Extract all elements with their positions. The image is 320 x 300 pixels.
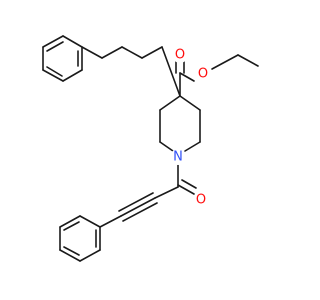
bond [79,215,101,228]
bond [154,186,179,199]
triple-bond [120,197,156,217]
bond [179,72,195,82]
double-bond [181,179,197,189]
bond [159,95,181,111]
piperidine-ring [159,95,201,152]
bond [59,249,81,262]
bond [211,54,239,70]
bond [59,215,81,228]
bond [81,46,103,59]
aromatic-inner-bond [46,41,64,52]
bond [101,46,123,59]
bond [62,69,83,82]
bond [42,35,64,48]
atom-label-o-carbonyl-ester: O [172,47,188,63]
atom-label-n-piperidine: N [170,149,186,165]
aromatic-inner-bond [63,221,80,231]
triple-bond [122,202,158,222]
bond [79,249,101,262]
atom-text: O [175,48,185,63]
bond [99,215,122,228]
bond [62,35,83,48]
triple-bond [118,192,154,212]
bond [141,46,163,59]
propyl-chain [81,46,181,97]
bond [161,46,181,97]
atom-label-layer: O O N O [170,47,211,208]
bottom-phenyl-ring [59,215,101,262]
top-phenyl-ring [42,35,83,82]
aromatic-inner-bond [63,246,80,256]
atom-text: O [198,67,208,82]
bond [42,69,64,82]
molecule-diagram: O O N O [42,35,259,262]
double-bond [177,184,195,195]
atom-text: O [196,193,206,208]
structure-drawing: O O N O [42,35,259,262]
atom-label-o-ether-ester: O [195,66,211,82]
bond [121,46,143,59]
bond [159,141,174,152]
ethyl-ester-group [175,54,259,97]
aromatic-inner-bond [46,66,63,77]
bond [237,54,259,67]
atom-text: N [173,150,183,165]
bond-layer [42,35,259,262]
bond [179,95,201,111]
propynoyl-group [99,163,197,228]
bond [184,141,201,152]
atom-label-o-carbonyl-amide: O [193,192,209,208]
